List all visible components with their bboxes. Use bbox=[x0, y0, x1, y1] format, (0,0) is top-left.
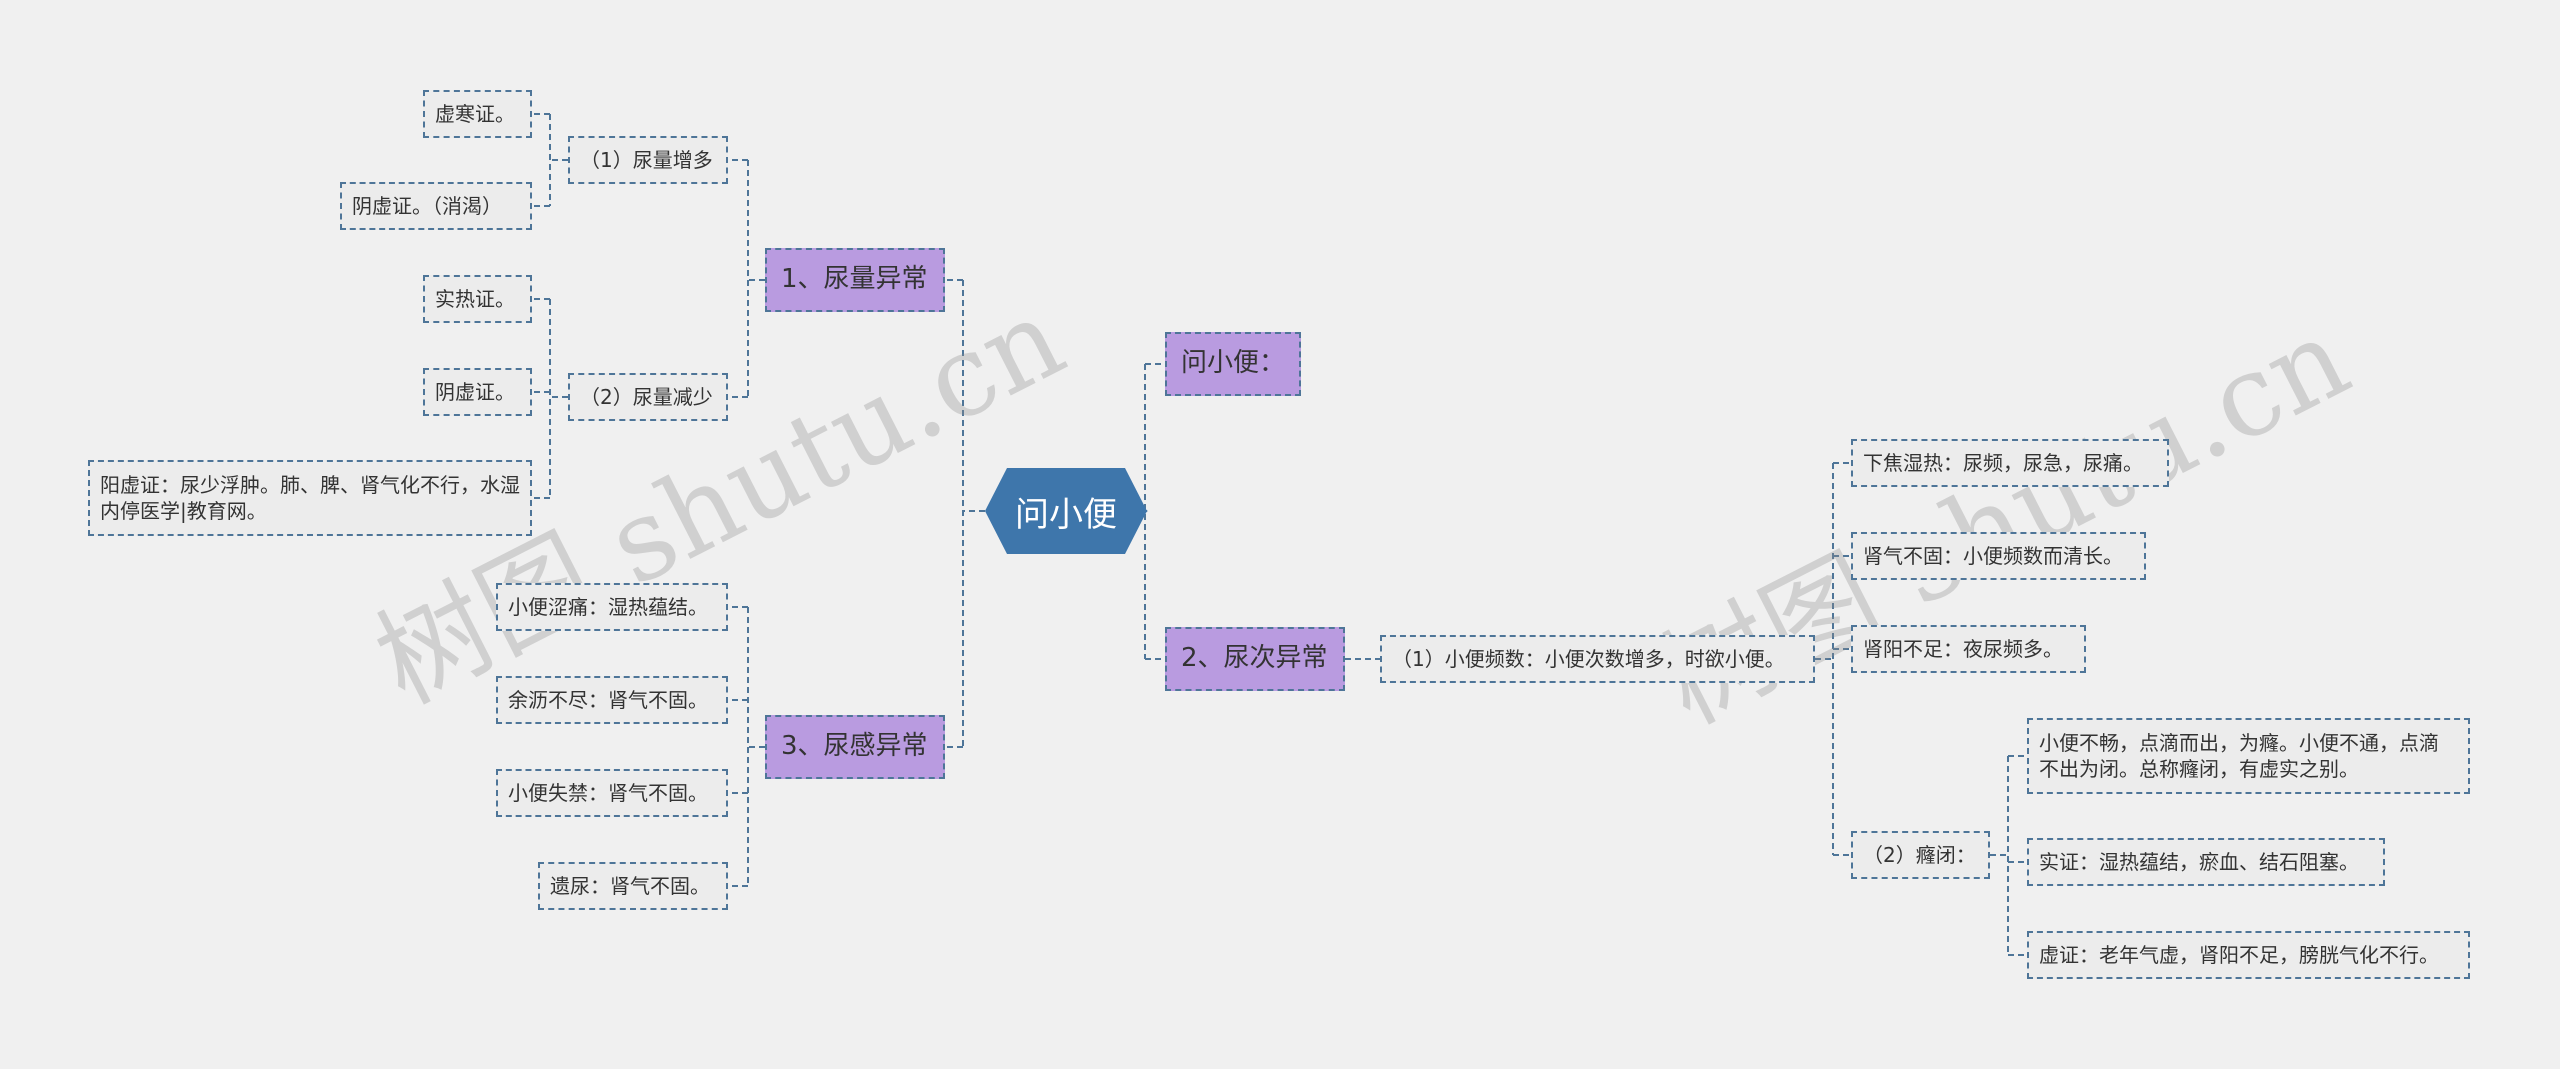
node-label: 实证：湿热蕴结，瘀血、结石阻塞。 bbox=[2039, 850, 2359, 874]
branch-urine-sensation[interactable]: 3、尿感异常 bbox=[765, 715, 945, 779]
node-label: （1）小便频数：小便次数增多，时欲小便。 bbox=[1392, 647, 1785, 671]
hexagon-shape bbox=[985, 468, 1147, 554]
branch-urine-volume[interactable]: 1、尿量异常 bbox=[765, 248, 945, 312]
leaf-node[interactable]: 肾气不固：小便频数而清长。 bbox=[1851, 532, 2146, 580]
node-label: 阴虚证。（消渴） bbox=[352, 194, 502, 218]
connector bbox=[532, 298, 568, 499]
leaf-node[interactable]: 实热证。 bbox=[423, 275, 532, 323]
node-label: 肾气不固：小便频数而清长。 bbox=[1863, 544, 2123, 568]
connector bbox=[1990, 755, 2027, 956]
leaf-node[interactable]: 虚寒证。 bbox=[423, 90, 532, 138]
node-label: 肾阳不足：夜尿频多。 bbox=[1863, 637, 2063, 661]
subbranch-volume-increase[interactable]: （1）尿量增多 bbox=[568, 136, 728, 184]
subbranch-frequent-urination[interactable]: （1）小便频数：小便次数增多，时欲小便。 bbox=[1380, 635, 1815, 683]
leaf-node[interactable]: 阳虚证：尿少浮肿。肺、脾、肾气化不行，水湿内停医学|教育网。 bbox=[88, 460, 532, 536]
leaf-node[interactable]: 肾阳不足：夜尿频多。 bbox=[1851, 625, 2086, 673]
node-label: （2）尿量减少 bbox=[580, 385, 713, 409]
node-label: 3、尿感异常 bbox=[781, 731, 928, 762]
leaf-node[interactable]: 阴虚证。（消渴） bbox=[340, 182, 532, 230]
node-label: 实热证。 bbox=[435, 287, 515, 311]
leaf-node[interactable]: 虚证：老年气虚，肾阳不足，膀胱气化不行。 bbox=[2027, 931, 2470, 979]
node-label: 1、尿量异常 bbox=[781, 264, 928, 295]
branch-urine-frequency[interactable]: 2、尿次异常 bbox=[1165, 627, 1345, 691]
node-label: （1）尿量增多 bbox=[580, 148, 713, 172]
root-label: 问小便 bbox=[1015, 494, 1117, 535]
subbranch-retention[interactable]: （2）癃闭： bbox=[1851, 831, 1990, 879]
connector bbox=[945, 279, 985, 748]
node-label: 虚证：老年气虚，肾阳不足，膀胱气化不行。 bbox=[2039, 943, 2439, 967]
node-label: （2）癃闭： bbox=[1863, 843, 1976, 867]
leaf-node[interactable]: 实证：湿热蕴结，瘀血、结石阻塞。 bbox=[2027, 838, 2385, 886]
leaf-node[interactable]: 余沥不尽：肾气不固。 bbox=[496, 676, 728, 724]
subbranch-volume-decrease[interactable]: （2）尿量减少 bbox=[568, 373, 728, 421]
node-label: 遗尿：肾气不固。 bbox=[550, 874, 710, 898]
connector bbox=[728, 606, 765, 887]
leaf-node[interactable]: 阴虚证。 bbox=[423, 368, 532, 416]
node-label: 虚寒证。 bbox=[435, 102, 515, 126]
root-node[interactable]: 问小便 bbox=[985, 468, 1147, 554]
leaf-node[interactable]: 小便涩痛：湿热蕴结。 bbox=[496, 583, 728, 631]
leaf-node[interactable]: 下焦湿热：尿频，尿急，尿痛。 bbox=[1851, 439, 2169, 487]
node-label: 阴虚证。 bbox=[435, 380, 515, 404]
node-label: 小便不畅，点滴而出，为癃。小便不通，点滴不出为闭。总称癃闭，有虚实之别。 bbox=[2039, 731, 2439, 781]
leaf-node[interactable]: 小便失禁：肾气不固。 bbox=[496, 769, 728, 817]
node-label: 2、尿次异常 bbox=[1181, 643, 1328, 674]
node-label: 下焦湿热：尿频，尿急，尿痛。 bbox=[1863, 451, 2143, 475]
node-label: 问小便： bbox=[1181, 348, 1286, 379]
connector bbox=[1144, 363, 1165, 660]
node-label: 阳虚证：尿少浮肿。肺、脾、肾气化不行，水湿内停医学|教育网。 bbox=[100, 473, 520, 523]
node-label: 小便失禁：肾气不固。 bbox=[508, 781, 708, 805]
leaf-node[interactable]: 遗尿：肾气不固。 bbox=[538, 862, 728, 910]
leaf-node[interactable]: 小便不畅，点滴而出，为癃。小便不通，点滴不出为闭。总称癃闭，有虚实之别。 bbox=[2027, 718, 2470, 794]
node-label: 余沥不尽：肾气不固。 bbox=[508, 688, 708, 712]
connector bbox=[532, 113, 568, 207]
branch-ask-urine[interactable]: 问小便： bbox=[1165, 332, 1301, 396]
connector bbox=[728, 159, 765, 398]
node-label: 小便涩痛：湿热蕴结。 bbox=[508, 595, 708, 619]
connector bbox=[1815, 462, 1851, 856]
